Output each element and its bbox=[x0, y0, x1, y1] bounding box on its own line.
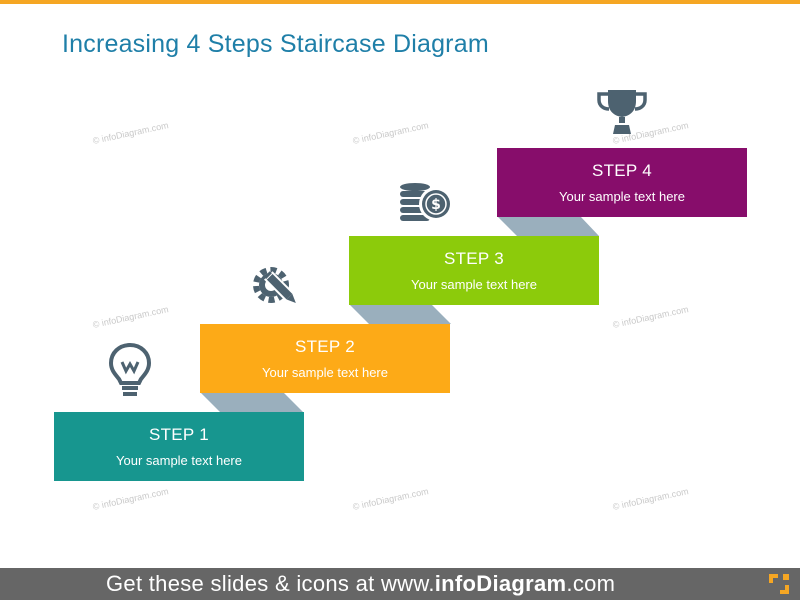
lightbulb-icon bbox=[108, 342, 152, 396]
top-accent-bar bbox=[0, 0, 800, 4]
footer-brand: infoDiagram bbox=[434, 571, 567, 596]
step-4-title: STEP 4 bbox=[591, 161, 653, 180]
step-1-title: STEP 1 bbox=[148, 425, 210, 444]
footer-text: Get these slides & icons at www.infoDiag… bbox=[106, 571, 615, 597]
coins-dollar-icon: $ bbox=[400, 183, 453, 221]
step-1-text: Your sample text here bbox=[116, 453, 242, 468]
connector-3-4 bbox=[497, 216, 599, 236]
gear-pencil-icon bbox=[253, 267, 296, 304]
step-2-title: STEP 2 bbox=[294, 337, 356, 356]
slide-title: Increasing 4 Steps Staircase Diagram bbox=[62, 30, 489, 58]
footer-bar: Get these slides & icons at www.infoDiag… bbox=[0, 568, 800, 600]
footer-prefix: Get these slides & icons at www. bbox=[106, 571, 435, 596]
step-3-text: Your sample text here bbox=[411, 277, 537, 292]
step-1-box: STEP 1 Your sample text here bbox=[54, 412, 304, 481]
connector-2-3 bbox=[349, 304, 451, 324]
svg-text:$: $ bbox=[431, 197, 441, 213]
infodiagram-logo-icon bbox=[769, 574, 789, 594]
trophy-icon bbox=[597, 90, 647, 134]
step-4-text: Your sample text here bbox=[559, 189, 685, 204]
step-3-title: STEP 3 bbox=[443, 249, 505, 268]
step-4-box: STEP 4 Your sample text here bbox=[497, 148, 747, 217]
connector-1-2 bbox=[200, 392, 303, 412]
footer-suffix: .com bbox=[566, 571, 616, 596]
step-2-box: STEP 2 Your sample text here bbox=[200, 324, 450, 393]
step-3-box: STEP 3 Your sample text here bbox=[349, 236, 599, 305]
step-2-text: Your sample text here bbox=[262, 365, 388, 380]
